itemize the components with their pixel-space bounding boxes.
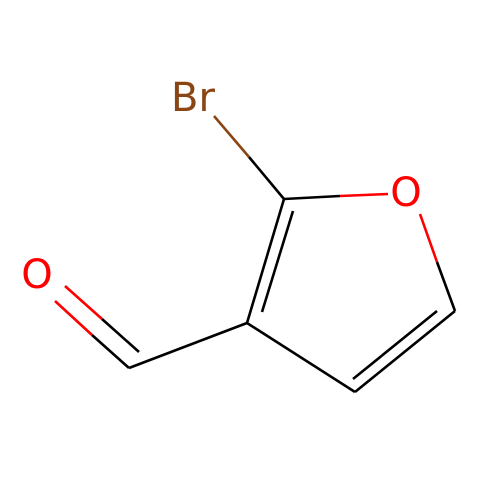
bond-c2-br (213, 115, 285, 200)
bond-c3-cho (128, 321, 248, 370)
atom-aldehyde-oxygen-label: O (21, 252, 52, 298)
bond-c3-c2 (245, 198, 295, 324)
bond-cho-o (54, 285, 140, 369)
bond-o1-c5 (418, 213, 457, 312)
atom-bromine-label: Br (171, 75, 215, 121)
bond-c5-c4 (352, 309, 456, 394)
bond-c2-o1 (283, 192, 389, 201)
bond-c4-c3 (246, 321, 356, 394)
atom-ring-oxygen-label: O (390, 170, 421, 216)
